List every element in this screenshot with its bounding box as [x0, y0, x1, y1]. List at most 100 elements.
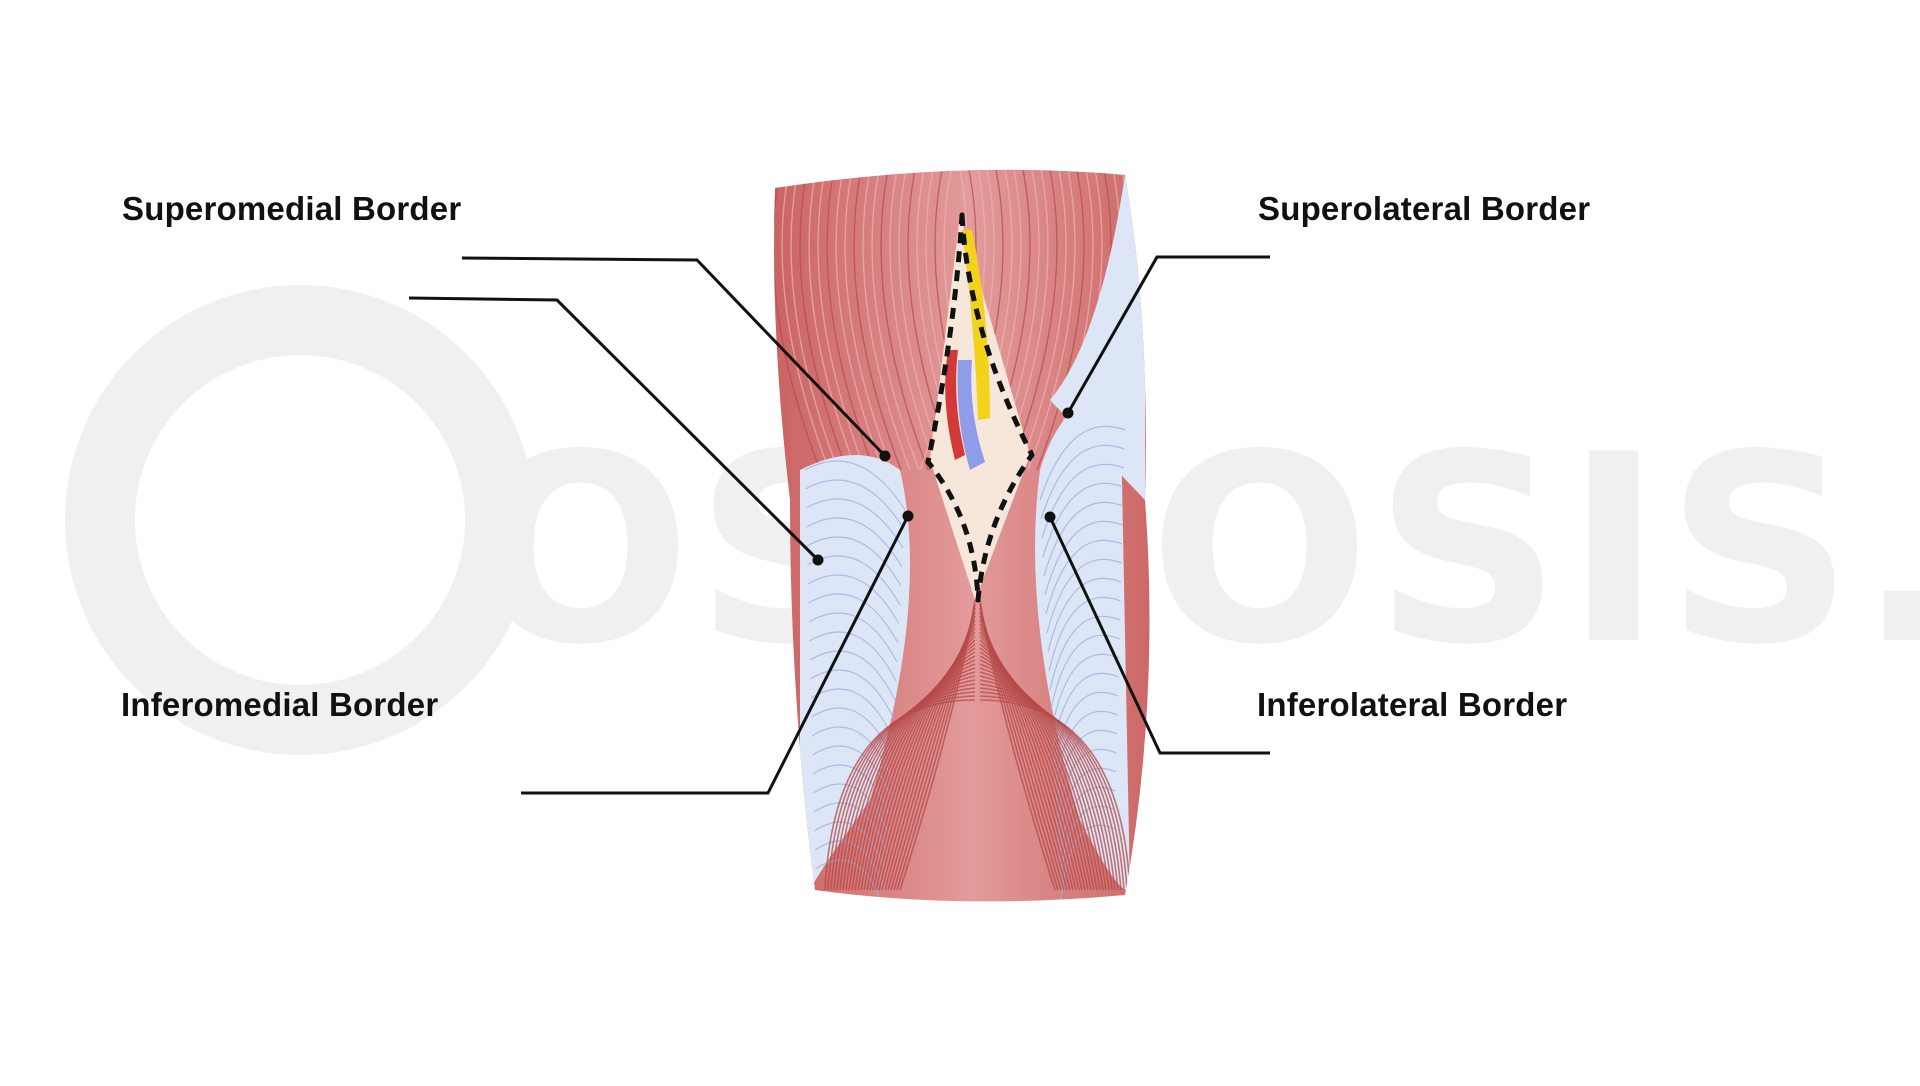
- muscle-fiber: [839, 679, 976, 891]
- tendon-fiber: [804, 460, 906, 511]
- leader-lines: [408, 255, 1270, 795]
- muscle-fiber: [790, 169, 839, 471]
- muscle-fiber: [866, 643, 976, 891]
- tendon-shape: [1035, 380, 1130, 890]
- muscle-fiber: [979, 699, 1131, 891]
- label-superomedial-border: Superomedial Border: [122, 190, 462, 227]
- tendon-fiber: [1051, 653, 1120, 729]
- tendon-fiber: [1045, 539, 1123, 615]
- muscle-fiber: [979, 671, 1110, 891]
- leader-inferomedial: [408, 296, 820, 562]
- leader-superolateral: [1066, 255, 1270, 414]
- muscle-fiber: [979, 695, 1128, 891]
- muscle-fiber: [979, 679, 1116, 891]
- muscle-fiber: [979, 651, 1095, 891]
- muscle-fiber: [1036, 169, 1085, 471]
- tendon-fiber: [805, 479, 905, 530]
- muscle-fiber: [833, 687, 976, 891]
- popliteal-fossa-outline: [925, 212, 1035, 603]
- muscle-fiber: [824, 699, 976, 891]
- popliteal-artery: [945, 350, 965, 460]
- tendon-fiber: [809, 631, 897, 682]
- label-inferomedial-border: Inferomedial Border: [121, 686, 439, 723]
- muscle-fiber: [862, 169, 911, 471]
- tendon-fiber: [805, 498, 904, 549]
- muscle-fiber: [872, 635, 976, 891]
- tendon-fiber: [806, 536, 902, 587]
- endpoint-superolateral: [1062, 407, 1074, 419]
- muscle-fiber: [863, 647, 976, 891]
- muscle-fiber: [979, 643, 1089, 891]
- muscle-fibers-lower: [824, 599, 1131, 891]
- muscle-fiber: [1027, 169, 1076, 471]
- watermark-text: OSMOSIS.org: [470, 400, 1920, 702]
- tendon-fiber: [1039, 425, 1126, 501]
- tendon-fiber: [1042, 482, 1124, 558]
- muscle-fiber: [979, 655, 1098, 891]
- muscle-fiber: [774, 169, 821, 471]
- tendon-fiber: [815, 859, 885, 902]
- leader-superomedial: [461, 256, 887, 458]
- watermark-ring: [65, 285, 535, 755]
- tendon-fiber: [1044, 520, 1123, 596]
- tendon-fiber: [810, 688, 894, 739]
- tendon-fiber: [811, 726, 892, 777]
- tendon-fiber: [1050, 634, 1120, 710]
- leader-endpoints: [812, 407, 1074, 566]
- muscle-fiber: [979, 691, 1125, 891]
- popliteal-vein: [957, 360, 985, 470]
- muscle-fiber: [979, 683, 1119, 891]
- muscle-fiber: [869, 639, 976, 891]
- muscle-fiber: [979, 635, 1083, 891]
- muscle-fiber: [781, 169, 830, 471]
- muscle-fiber: [830, 691, 976, 891]
- muscle-fiber: [1009, 169, 1058, 471]
- tendon-fiber: [812, 745, 891, 796]
- tendon-fiber: [1043, 501, 1124, 577]
- muscle-fiber: [817, 169, 866, 471]
- muscle-fiber: [799, 169, 848, 471]
- muscle-fiber: [979, 675, 1113, 891]
- tendon-fiber: [807, 574, 900, 625]
- muscle-fiber: [844, 169, 893, 471]
- muscle-fiber: [871, 169, 920, 471]
- tendon-fiber: [1058, 786, 1116, 862]
- muscle-fiber: [851, 663, 976, 891]
- muscle-fiber: [898, 169, 947, 471]
- tendon-fiber: [1053, 691, 1119, 767]
- muscle-fiber: [836, 683, 976, 891]
- muscle-fiber: [854, 659, 976, 891]
- endpoint-superomedial: [879, 450, 891, 462]
- muscle-fiber: [979, 659, 1101, 891]
- muscle-fiber: [835, 169, 884, 471]
- label-inferolateral-border: Inferolateral Border: [1257, 686, 1568, 723]
- muscle-fiber: [979, 639, 1086, 891]
- muscle-fiber: [842, 675, 976, 891]
- tendon-shape: [1050, 175, 1145, 500]
- tendon-fiber: [1047, 577, 1122, 653]
- tendon-fiber: [1040, 444, 1125, 520]
- endpoint-inferomedial-2: [902, 510, 914, 522]
- muscle-fiber: [808, 169, 857, 471]
- muscle-fiber: [860, 651, 976, 891]
- muscle-fiber: [979, 667, 1107, 891]
- muscle-fiber: [853, 169, 902, 471]
- endpoint-inferomedial: [812, 554, 824, 566]
- osmosis-watermark: OSMOSIS.org: [65, 285, 1920, 755]
- muscle-fiber: [827, 695, 976, 891]
- muscle-fiber: [857, 655, 976, 891]
- tendon-fiber: [809, 650, 896, 701]
- muscle-fiber: [845, 671, 976, 891]
- muscle-fiber: [880, 169, 929, 471]
- muscle-fiber: [875, 631, 976, 891]
- tendon-fiber: [806, 517, 903, 568]
- label-superolateral-border: Superolateral Border: [1258, 190, 1591, 227]
- tendon-fiber: [1057, 767, 1117, 843]
- muscle-fiber: [889, 169, 938, 471]
- muscle-fiber: [979, 663, 1104, 891]
- tendon-fiber: [810, 669, 895, 720]
- muscle-fiber: [979, 647, 1092, 891]
- muscle-fiber: [1018, 169, 1067, 471]
